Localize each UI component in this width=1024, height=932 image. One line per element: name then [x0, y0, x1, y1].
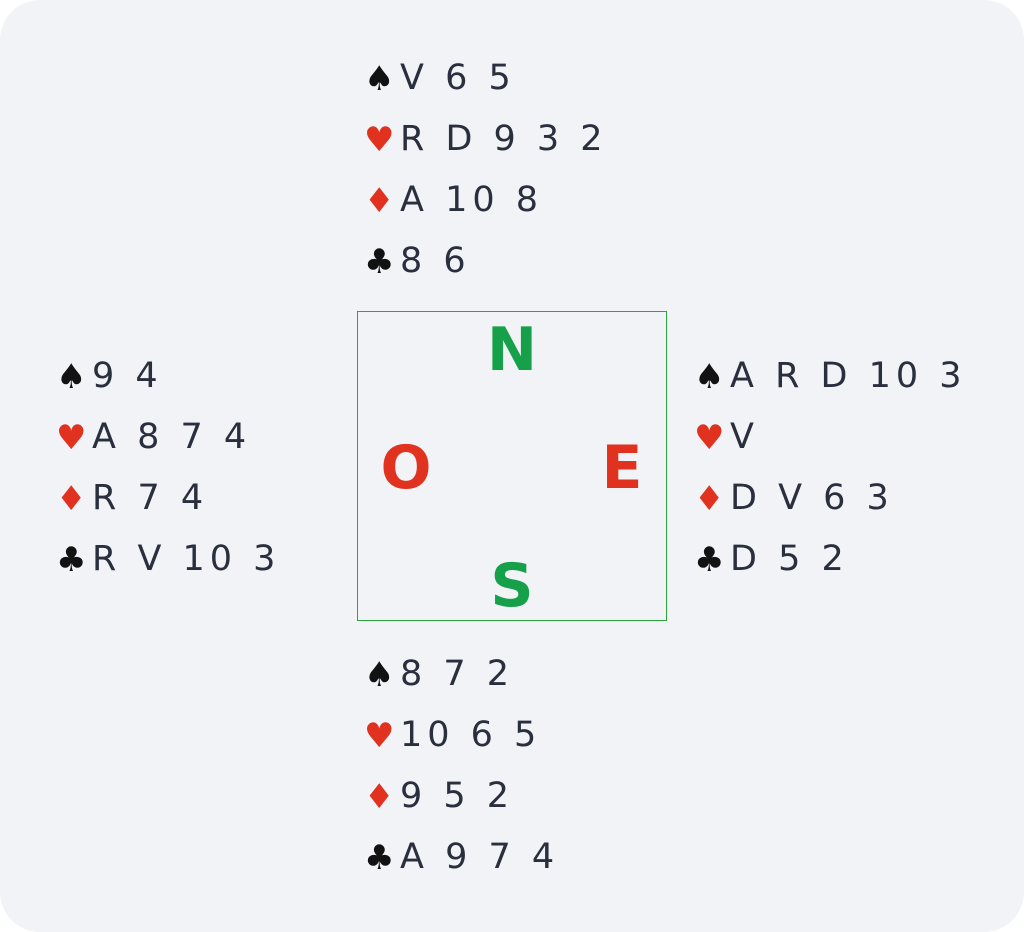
east-clubs-row: ♣ D 5 2: [694, 529, 967, 590]
club-icon: ♣: [364, 837, 395, 878]
west-clubs-row: ♣ R V 10 3: [56, 529, 280, 590]
diamond-icon: ♦: [364, 776, 395, 817]
east-diamonds-cards: D V 6 3: [730, 478, 894, 518]
diamond-icon: ♦: [694, 478, 725, 519]
north-clubs-row: ♣ 8 6: [364, 231, 608, 292]
hand-west: ♠ 9 4 ♥ A 8 7 4 ♦ R 7 4 ♣ R V 10 3: [56, 346, 280, 590]
east-spades-row: ♠ A R D 10 3: [694, 346, 967, 407]
south-hearts-row: ♥ 10 6 5: [364, 705, 559, 766]
spade-icon: ♠: [364, 58, 395, 99]
west-diamonds-cards: R 7 4: [92, 478, 209, 518]
west-spades-row: ♠ 9 4: [56, 346, 280, 407]
north-clubs-cards: 8 6: [400, 241, 471, 281]
north-hearts-row: ♥ R D 9 3 2: [364, 109, 608, 170]
compass-east-label: E: [601, 433, 643, 503]
club-icon: ♣: [364, 241, 395, 282]
east-hearts-cards: V: [730, 417, 759, 457]
south-diamonds-row: ♦ 9 5 2: [364, 766, 559, 827]
east-hearts-row: ♥ V: [694, 407, 967, 468]
heart-icon: ♥: [364, 715, 395, 756]
south-clubs-cards: A 9 7 4: [400, 837, 560, 877]
north-spades-row: ♠ V 6 5: [364, 48, 608, 109]
east-diamonds-row: ♦ D V 6 3: [694, 468, 967, 529]
west-clubs-cards: R V 10 3: [92, 539, 281, 579]
table-compass: N O E S: [357, 311, 667, 621]
diamond-icon: ♦: [56, 478, 87, 519]
heart-icon: ♥: [364, 119, 395, 160]
south-hearts-cards: 10 6 5: [400, 715, 542, 755]
north-hearts-cards: R D 9 3 2: [400, 119, 608, 159]
heart-icon: ♥: [694, 417, 725, 458]
compass-south-label: S: [490, 551, 534, 621]
south-spades-row: ♠ 8 7 2: [364, 644, 559, 705]
east-clubs-cards: D 5 2: [730, 539, 849, 579]
hand-north: ♠ V 6 5 ♥ R D 9 3 2 ♦ A 10 8 ♣ 8 6: [364, 48, 608, 292]
spade-icon: ♠: [56, 356, 87, 397]
club-icon: ♣: [694, 539, 725, 580]
north-diamonds-cards: A 10 8: [400, 180, 543, 220]
diamond-icon: ♦: [364, 180, 395, 221]
hand-south: ♠ 8 7 2 ♥ 10 6 5 ♦ 9 5 2 ♣ A 9 7 4: [364, 644, 559, 888]
north-diamonds-row: ♦ A 10 8: [364, 170, 608, 231]
compass-west-label: O: [380, 433, 432, 503]
west-hearts-cards: A 8 7 4: [92, 417, 252, 457]
east-spades-cards: A R D 10 3: [730, 356, 967, 396]
south-clubs-row: ♣ A 9 7 4: [364, 827, 559, 888]
spade-icon: ♠: [364, 654, 395, 695]
compass-north-label: N: [486, 315, 538, 385]
north-spades-cards: V 6 5: [400, 58, 516, 98]
west-spades-cards: 9 4: [92, 356, 163, 396]
hand-east: ♠ A R D 10 3 ♥ V ♦ D V 6 3 ♣ D 5 2: [694, 346, 967, 590]
south-diamonds-cards: 9 5 2: [400, 776, 515, 816]
west-diamonds-row: ♦ R 7 4: [56, 468, 280, 529]
west-hearts-row: ♥ A 8 7 4: [56, 407, 280, 468]
club-icon: ♣: [56, 539, 87, 580]
south-spades-cards: 8 7 2: [400, 654, 515, 694]
spade-icon: ♠: [694, 356, 725, 397]
heart-icon: ♥: [56, 417, 87, 458]
